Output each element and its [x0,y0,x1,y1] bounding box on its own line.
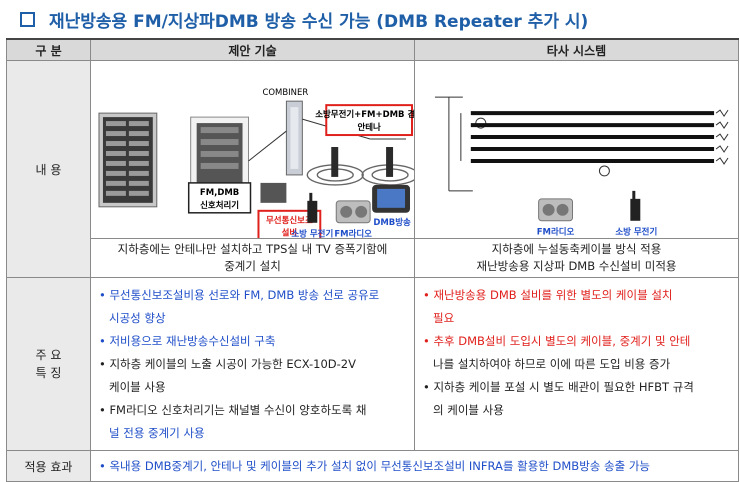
leaky-cable-icon [434,96,729,192]
walkie-talkie-icon [307,192,318,223]
header-other: 타사 시스템 [414,38,739,61]
fm-radio-icon [538,198,574,222]
feature-item: 케이블 사용 [109,380,166,394]
feature-item: 나를 설치하여야 하므로 이에 따른 도입 비용 증가 [433,357,671,371]
antenna-label-2: 안테나 [357,122,381,132]
feature-item: 널 전용 중계기 사용 [109,426,205,440]
header-proposed: 제안 기술 [90,38,415,61]
features-label-line: 특 징 [35,366,62,380]
other-caption: 지하층에 누설동축케이블 방식 적용 재난방송용 지상파 DMB 수신설비 미적… [414,238,739,278]
page-title-text: 재난방송용 FM/지상파DMB 방송 수신 가능 (DMB Repeater 추… [49,11,589,32]
feature-item: • FM라디오 신호처리기는 채널별 수신이 양호하도록 채 [99,403,367,417]
feature-item: • 지하층 케이블 포설 시 별도 배관이 필요한 HFBT 규격 [423,380,694,394]
proposed-illustration: FM,DMB 신호처리기 COMBINER 무선통신보조 설비 [98,87,414,238]
checkbox-square-icon [20,11,35,27]
features-row: 주 요 특 징 • 무선통신보조설비용 선로와 FM, DMB 방송 선로 공유… [6,277,739,451]
combiner-label: COMBINER [262,87,308,97]
other-illustration: FM라디오 소방 무전기 [434,96,729,237]
proposed-caption-line: 지하층에는 안테나만 설치하고 TPS실 내 TV 증폭기함에 [117,242,388,256]
processor-label-2: 신호처리기 [200,200,239,210]
feature-item: • 재난방송용 DMB 설비를 위한 별도의 케이블 설치 [423,288,673,302]
page-title: 재난방송용 FM/지상파DMB 방송 수신 가능 (DMB Repeater 추… [20,6,588,32]
effect-text: • 옥내용 DMB중계기, 안테나 및 케이블의 추가 설치 없이 무선통신보조… [90,450,739,482]
feature-item: 필요 [433,311,455,325]
wireless-label-2: 설비 [282,228,298,238]
dmb-label: DMB방송 [373,217,411,227]
table-header-row: 구 분 제안 기술 타사 시스템 [6,38,739,61]
feature-item: • 지하층 케이블의 노출 시공이 가능한 ECX-10D-2V [99,357,356,371]
proposed-diagram: FM,DMB 신호처리기 COMBINER 무선통신보조 설비 [90,60,415,239]
effect-label: 적용 효과 [6,450,91,482]
fm-radio-label: FM라디오 [334,229,372,238]
processor-label-1: FM,DMB [200,187,239,197]
effect-row: 적용 효과 • 옥내용 DMB중계기, 안테나 및 케이블의 추가 설치 없이 … [6,450,739,482]
other-fire-label: 소방 무전기 [615,227,657,237]
features-label: 주 요 특 징 [6,277,91,451]
fm-radio-icon [335,200,371,224]
proposed-caption-line: 중계기 설치 [224,259,281,273]
header-category: 구 분 [6,38,91,61]
other-features: • 재난방송용 DMB 설비를 위한 별도의 케이블 설치 필요 • 추후 DM… [414,277,739,451]
proposed-features: • 무선통신보조설비용 선로와 FM, DMB 방송 선로 공유로 시공성 향상… [90,277,415,451]
wireless-label-1: 무선통신보조 [266,215,313,225]
feature-item: 의 케이블 사용 [433,403,504,417]
antenna-icon [331,147,339,177]
combiner-icon [285,100,303,176]
other-fm-label: FM라디오 [537,227,575,237]
feature-item: • 저비용으로 재난방송수신설비 구축 [99,334,276,348]
other-diagram: FM라디오 소방 무전기 [414,60,739,239]
cabinet-icon [98,112,158,208]
feature-item: • 무선통신보조설비용 선로와 FM, DMB 방송 선로 공유로 [99,288,380,302]
walkie-talkie-icon [630,190,641,221]
features-label-line: 주 요 [35,348,62,362]
fire-radio-label: 소방 무전기 [291,229,333,238]
proposed-caption: 지하층에는 안테나만 설치하고 TPS실 내 TV 증폭기함에 중계기 설치 [90,238,415,278]
antenna-icon [386,147,394,177]
content-caption-row: 지하층에는 안테나만 설치하고 TPS실 내 TV 증폭기함에 중계기 설치 지… [7,238,739,278]
antenna-waves-icon [306,164,414,186]
content-label: 내 용 [6,60,91,278]
antenna-label-1: 소방무전기+FM+DMB 겸용 [315,109,414,119]
dmb-device-icon [372,184,411,213]
wireless-support-icon [260,182,287,203]
feature-item: • 추후 DMB설비 도입시 별도의 케이블, 중계기 및 안테 [423,334,691,348]
other-caption-line: 재난방송용 지상파 DMB 수신설비 미적용 [476,259,677,273]
comparison-table: 구 분 제안 기술 타사 시스템 내 용 [6,38,739,482]
other-caption-line: 지하층에 누설동축케이블 방식 적용 [491,242,662,256]
feature-item: 시공성 향상 [109,311,166,325]
content-image-row: 내 용 [6,60,739,278]
